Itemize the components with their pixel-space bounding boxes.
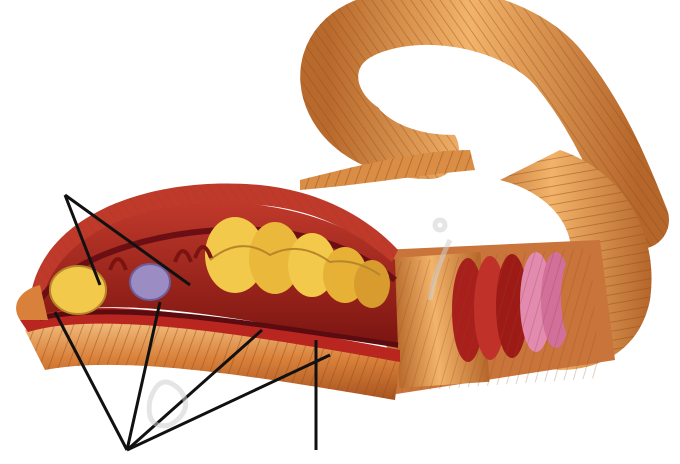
worm-mid-section xyxy=(380,240,615,395)
